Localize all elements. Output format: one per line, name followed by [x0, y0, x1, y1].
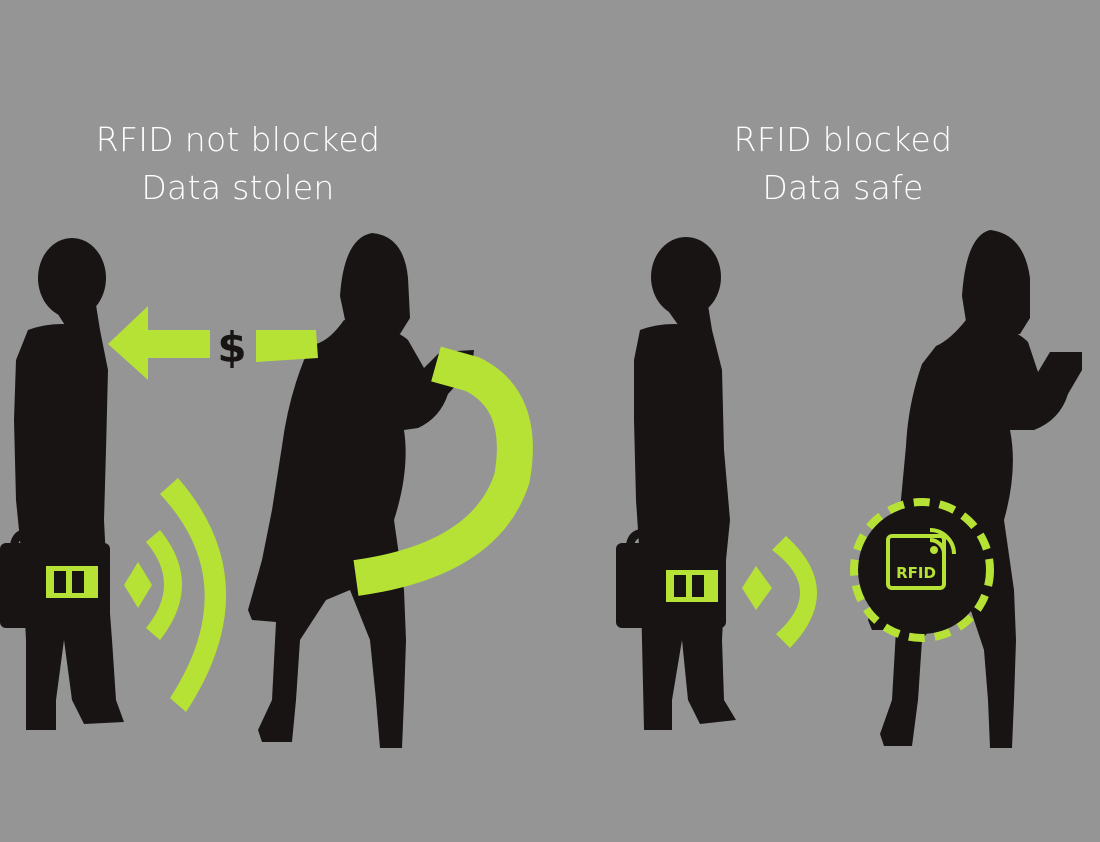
- wireless-signal-icon: [124, 478, 227, 712]
- card-reader-icon: [46, 566, 98, 598]
- wireless-signal-icon: [742, 536, 818, 648]
- panel-blocked: RFID: [616, 230, 1082, 748]
- panel-caption-not-blocked: RFID not blocked Data stolen: [28, 116, 448, 212]
- data-flow-arc: [353, 346, 533, 596]
- arrow-left-icon: [108, 306, 318, 380]
- dollar-sign-icon: $: [217, 323, 246, 372]
- rfid-label: RFID: [896, 564, 936, 582]
- caption-line-2: Data stolen: [141, 168, 335, 207]
- man-silhouette: [616, 237, 736, 730]
- panel-caption-blocked: RFID blocked Data safe: [633, 116, 1053, 212]
- card-reader-icon: [666, 570, 718, 602]
- woman-silhouette: [248, 233, 474, 748]
- rfid-shield-icon: RFID: [850, 498, 994, 642]
- caption-line-1: RFID blocked: [733, 120, 953, 159]
- woman-silhouette: [868, 230, 1082, 748]
- man-silhouette: [0, 238, 124, 730]
- panel-not-blocked: $: [0, 233, 533, 748]
- caption-line-2: Data safe: [762, 168, 924, 207]
- caption-line-1: RFID not blocked: [95, 120, 381, 159]
